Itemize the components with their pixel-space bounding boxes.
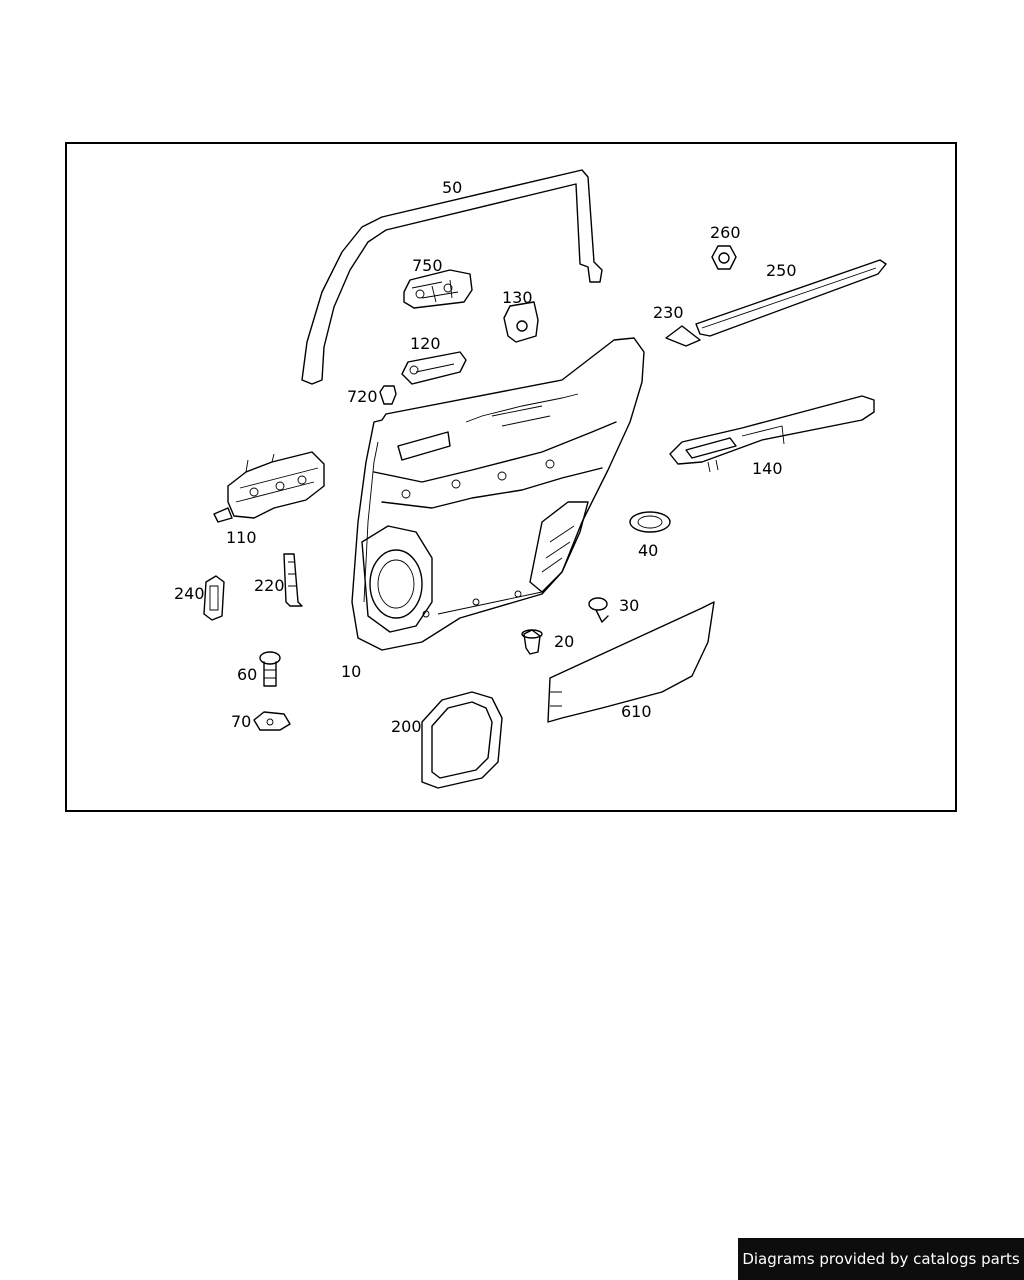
part-120-inner-handle[interactable]: [401, 351, 467, 385]
callout-10: 10: [341, 662, 361, 681]
part-20-push-clip[interactable]: [521, 629, 543, 655]
callout-70: 70: [231, 712, 251, 731]
credit-text: Diagrams provided by catalogs parts: [742, 1250, 1020, 1268]
part-40-speaker-grille[interactable]: [629, 511, 671, 533]
callout-720: 720: [347, 387, 378, 406]
part-70-clip-nut[interactable]: [253, 711, 291, 731]
callout-240: 240: [174, 584, 205, 603]
callout-750: 750: [412, 256, 443, 275]
part-200-speaker-frame[interactable]: [421, 691, 503, 789]
callout-110: 110: [226, 528, 257, 547]
callout-50: 50: [442, 178, 462, 197]
callout-610: 610: [621, 702, 652, 721]
part-10-door-panel[interactable]: [351, 337, 645, 651]
part-250-trim-strip[interactable]: [695, 259, 887, 337]
callout-250: 250: [766, 261, 797, 280]
callout-130: 130: [502, 288, 533, 307]
part-50-window-trim[interactable]: [301, 169, 603, 385]
part-750-handle-bracket[interactable]: [403, 269, 473, 309]
part-240-frame-insert[interactable]: [203, 575, 225, 621]
part-720-clip[interactable]: [379, 385, 397, 405]
callout-60: 60: [237, 665, 257, 684]
diagram-frame: 50 260 250 750 130 230 120 720 140 110 4…: [65, 142, 957, 812]
part-110-window-regulator[interactable]: [213, 451, 325, 523]
callout-260: 260: [710, 223, 741, 242]
part-220-bracket[interactable]: [283, 553, 303, 607]
part-610-lower-trim[interactable]: [547, 601, 715, 723]
callout-20: 20: [554, 632, 574, 651]
callout-40: 40: [638, 541, 658, 560]
part-30-screw[interactable]: [588, 597, 609, 623]
callout-230: 230: [653, 303, 684, 322]
credit-banner: Diagrams provided by catalogs parts: [738, 1238, 1024, 1280]
callout-220: 220: [254, 576, 285, 595]
part-140-armrest[interactable]: [669, 395, 875, 473]
part-260-plug[interactable]: [711, 245, 737, 270]
part-130-switch-bracket[interactable]: [503, 301, 539, 343]
exploded-parts-diagram: 50 260 250 750 130 230 120 720 140 110 4…: [174, 169, 887, 789]
part-230-cover[interactable]: [665, 325, 701, 347]
part-60-bolt[interactable]: [259, 651, 281, 687]
callout-140: 140: [752, 459, 783, 478]
callout-120: 120: [410, 334, 441, 353]
callout-30: 30: [619, 596, 639, 615]
callout-200: 200: [391, 717, 422, 736]
